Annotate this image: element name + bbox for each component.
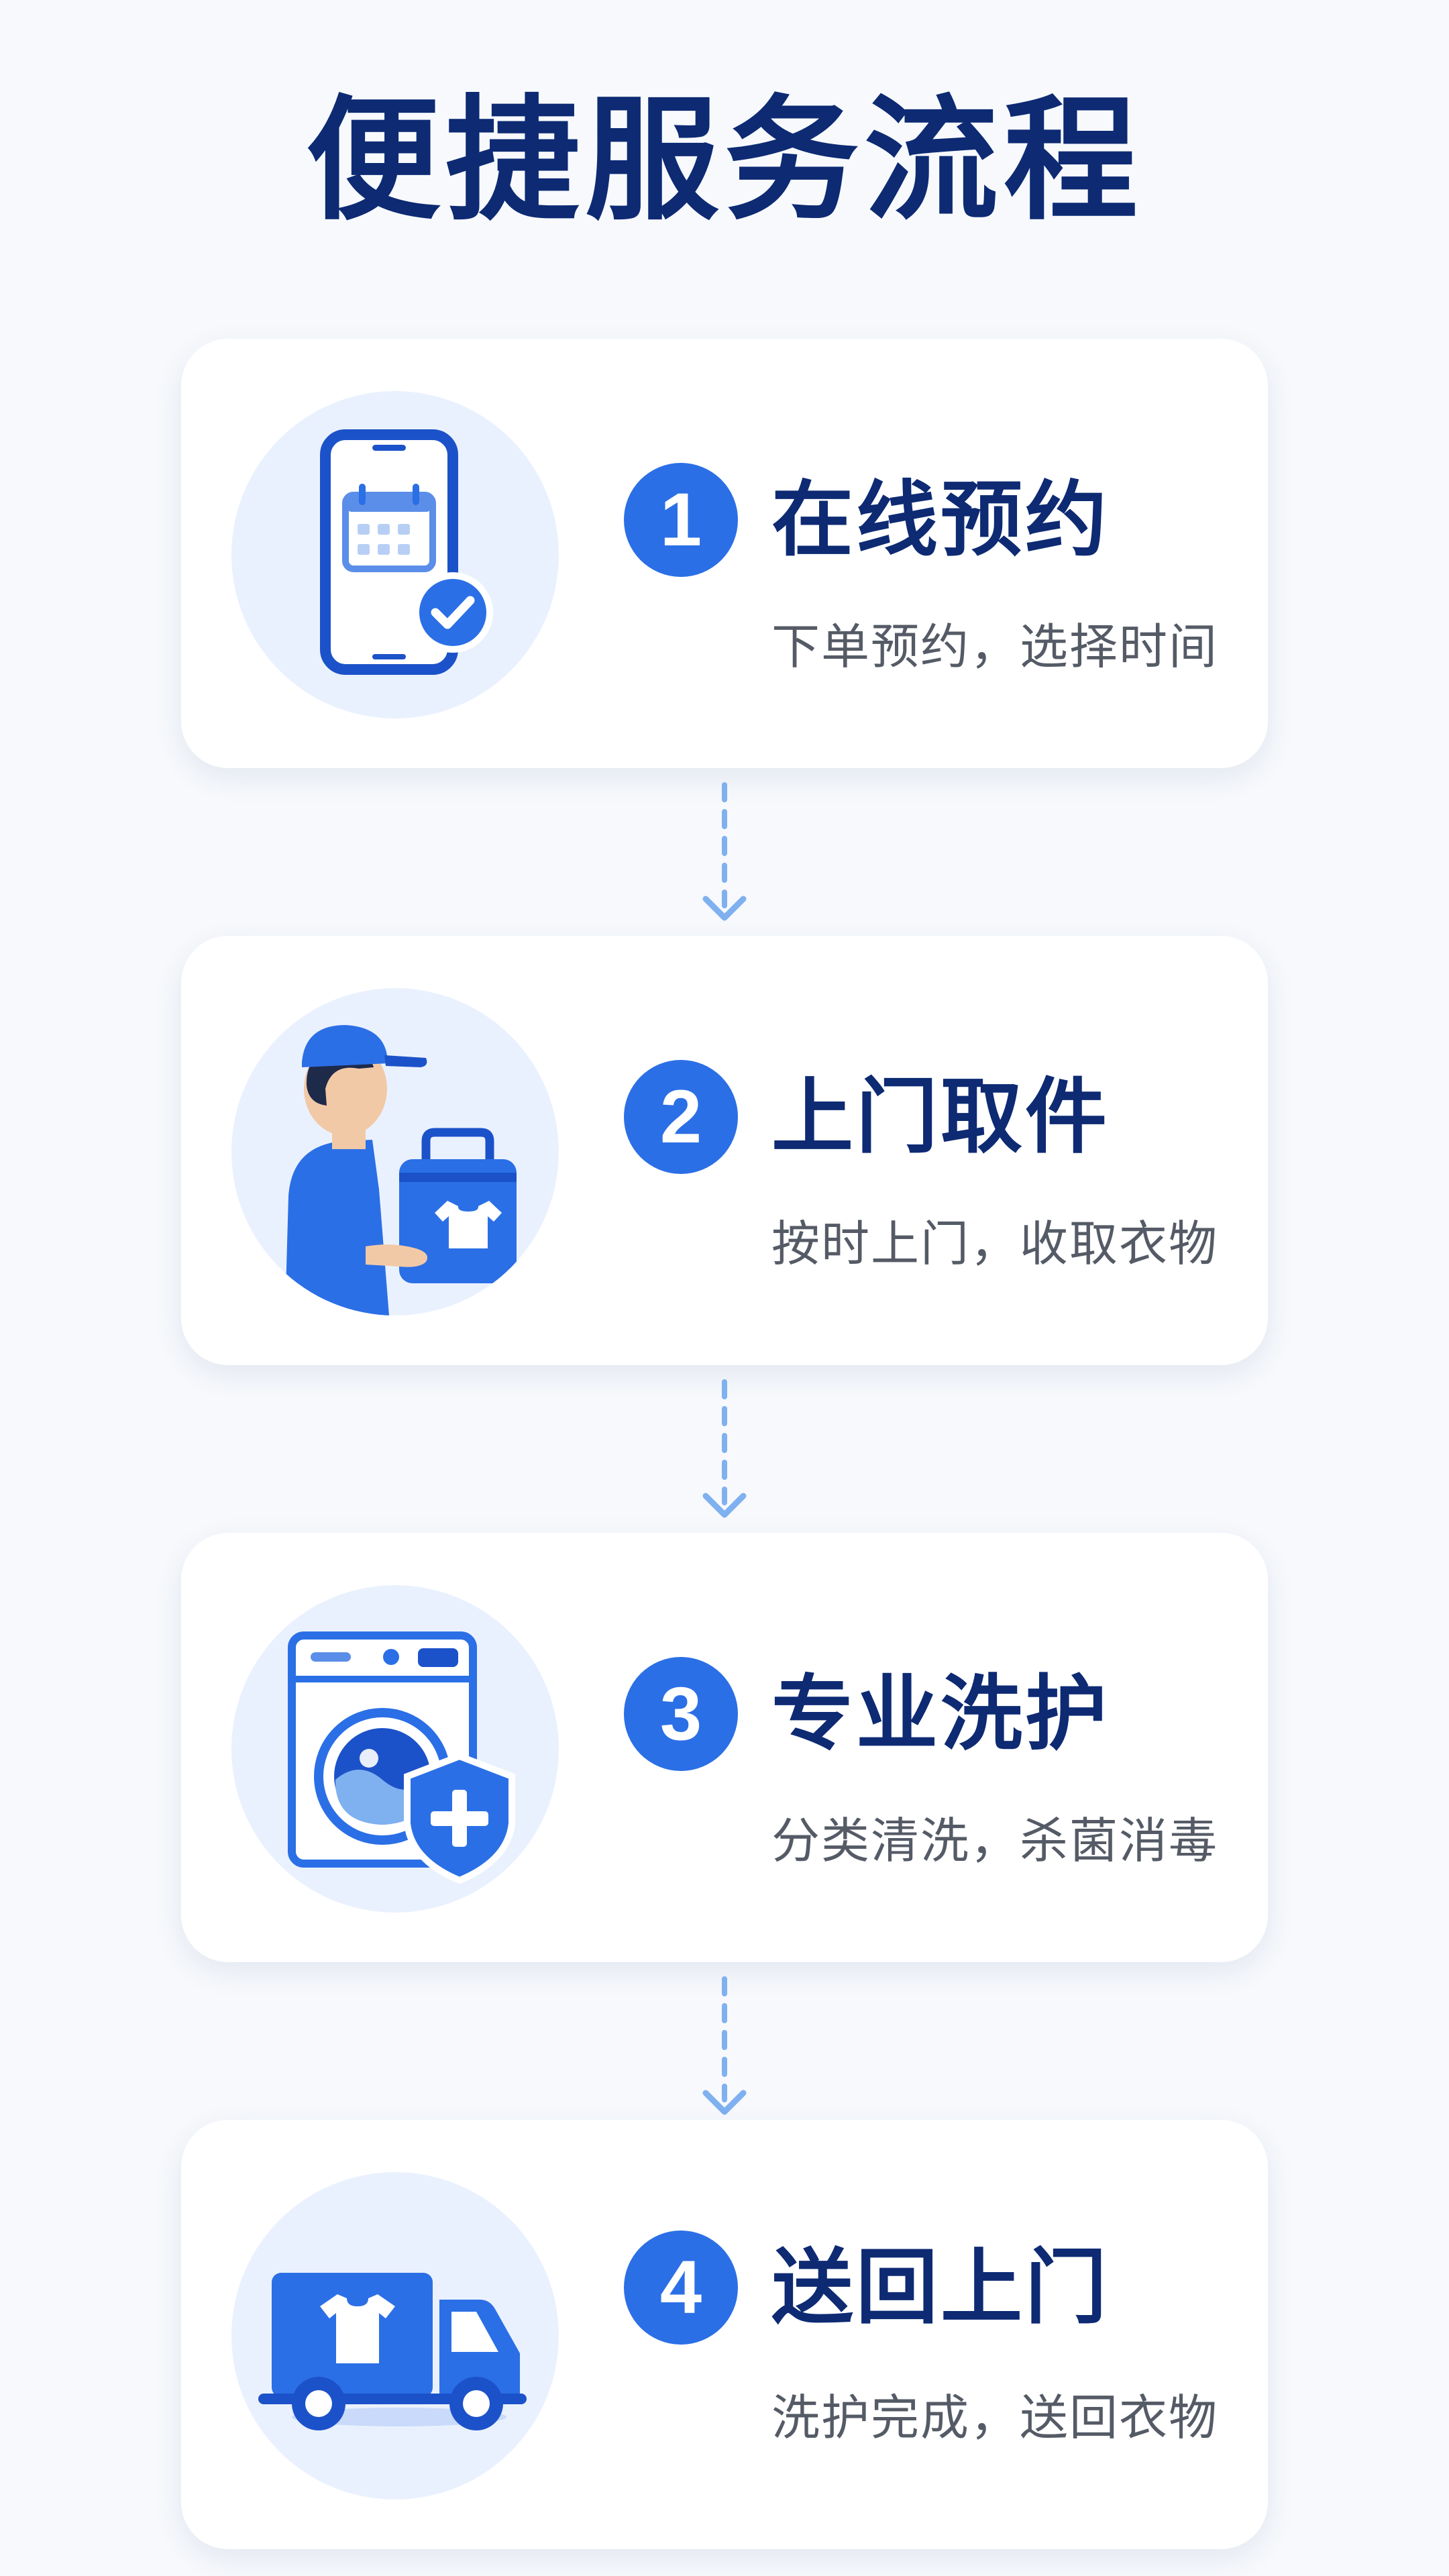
step-description: 下单预约，选择时间: [771, 619, 1219, 675]
step-title: 专业洗护: [771, 1666, 1110, 1762]
page-title: 便捷服务流程: [305, 83, 1143, 239]
step-number-badge: 2: [624, 1060, 738, 1174]
step-card-1[interactable]: 1 在线预约 下单预约，选择时间: [181, 339, 1268, 768]
arrow-down-icon: [702, 1976, 747, 2115]
step-card-3[interactable]: 3 专业洗护 分类清洗，杀菌消毒: [181, 1533, 1268, 1962]
step-number-badge: 1: [624, 463, 738, 577]
delivery-truck-icon: [231, 2172, 559, 2500]
step-card-2[interactable]: 2 上门取件 按时上门，收取衣物: [181, 936, 1268, 1365]
step-title: 在线预约: [771, 472, 1110, 568]
step-number-badge: 4: [624, 2231, 738, 2345]
step-number-badge: 3: [624, 1657, 738, 1771]
step-description: 分类清洗，杀菌消毒: [771, 1813, 1219, 1869]
step-description: 按时上门，收取衣物: [771, 1216, 1219, 1272]
step-card-4[interactable]: 4 送回上门 洗护完成，送回衣物: [181, 2120, 1268, 2549]
step-title: 送回上门: [771, 2240, 1110, 2335]
step-title: 上门取件: [771, 1069, 1110, 1165]
courier-with-bag-icon: [231, 988, 559, 1316]
washing-machine-shield-icon: [231, 1585, 559, 1913]
phone-calendar-check-icon: [231, 391, 559, 718]
step-description: 洗护完成，送回衣物: [771, 2390, 1219, 2446]
arrow-down-icon: [702, 1379, 747, 1518]
arrow-down-icon: [702, 782, 747, 921]
